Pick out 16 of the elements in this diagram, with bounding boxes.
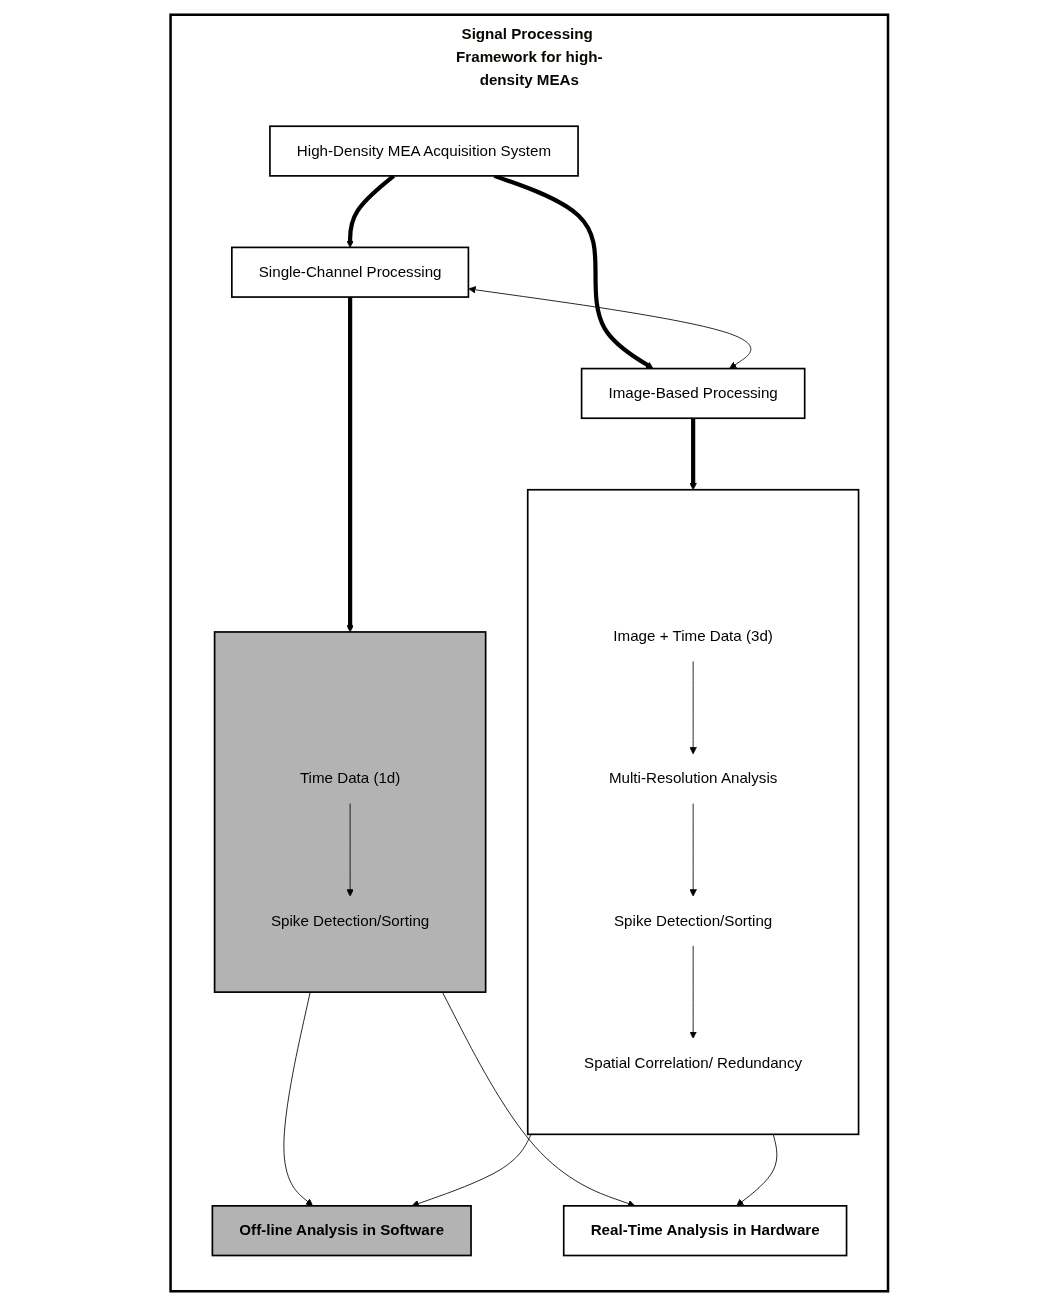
node-text: Spike Detection/Sorting: [271, 912, 430, 930]
node-text: Time Data (1d): [300, 769, 401, 787]
arrow: [346, 174, 396, 248]
node-box: Single-Channel Processing: [231, 246, 470, 298]
node-text: Image + Time Data (3d): [613, 627, 774, 645]
node-text: Spatial Correlation/ Redundancy: [584, 1054, 803, 1072]
node-box: Real-Time Analysis in Hardware: [563, 1205, 848, 1257]
node-text: Multi-Resolution Analysis: [609, 769, 778, 787]
node-text: Spike Detection/Sorting: [614, 912, 773, 930]
cluster: [527, 488, 860, 1136]
arrow: [346, 297, 355, 633]
cluster: [213, 631, 487, 993]
node-box: High-Density MEA Acquisition System: [269, 125, 580, 177]
node-box: Off-line Analysis in Software: [211, 1205, 473, 1257]
arrow: [689, 418, 698, 491]
node-box: Image-Based Processing: [580, 367, 806, 420]
